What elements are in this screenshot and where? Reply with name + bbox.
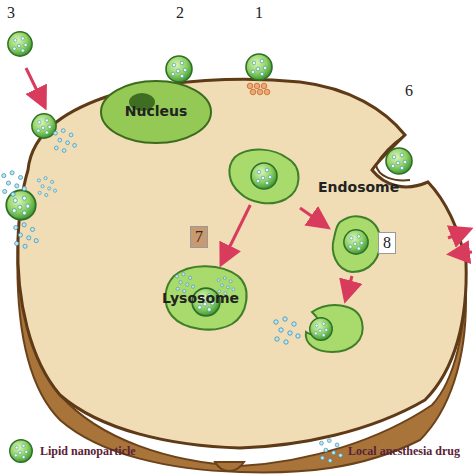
legend-label: Lipid nanoparticle (40, 444, 136, 459)
lysosome-vesicle: Lysosome (160, 262, 250, 332)
vesicle (333, 216, 380, 272)
vesicle (306, 305, 363, 352)
drug-release (37, 177, 56, 197)
pathway-arrow (346, 276, 352, 298)
cell-membrane (18, 79, 466, 448)
receptor-cluster (247, 83, 270, 95)
callout-number: 7 (190, 226, 208, 248)
lipid-nanoparticle (8, 32, 32, 56)
exchange-arrow (448, 230, 468, 238)
callout-number: 2 (176, 4, 184, 22)
endosome-vesicle: Endosome (225, 145, 305, 205)
cell-bulge (215, 462, 244, 471)
node-label: Nucleus (100, 103, 212, 119)
entry-arrow (26, 68, 44, 105)
node-label: Lysosome (162, 290, 239, 306)
pathway-arrow (222, 205, 250, 262)
callout-number: 8 (378, 232, 396, 254)
drug-release (274, 317, 300, 344)
node-label: Endosome (318, 179, 399, 195)
lipid-nanoparticle (386, 148, 412, 174)
lipid-nanoparticle (246, 54, 272, 80)
drug-release (54, 129, 77, 153)
pathway-arrow (300, 208, 326, 226)
lipid-nanoparticle (310, 318, 333, 341)
callout-number: 6 (405, 82, 413, 100)
legend-label: Local anesthesia drug (348, 444, 460, 459)
callout-number: 1 (255, 4, 263, 22)
nucleus-shape: Nucleus (100, 80, 212, 144)
legend-drug-sample (320, 439, 343, 463)
legend-nanoparticle-sample (10, 440, 33, 463)
endosome-vesicle-outline (225, 145, 305, 205)
exchange-arrow (452, 252, 472, 254)
drug-release (2, 171, 27, 197)
lipid-nanoparticle (166, 56, 192, 82)
drug-release (14, 223, 39, 249)
callout-number: 3 (7, 4, 15, 22)
lipid-nanoparticle (344, 230, 368, 254)
lipid-nanoparticle (32, 114, 56, 138)
